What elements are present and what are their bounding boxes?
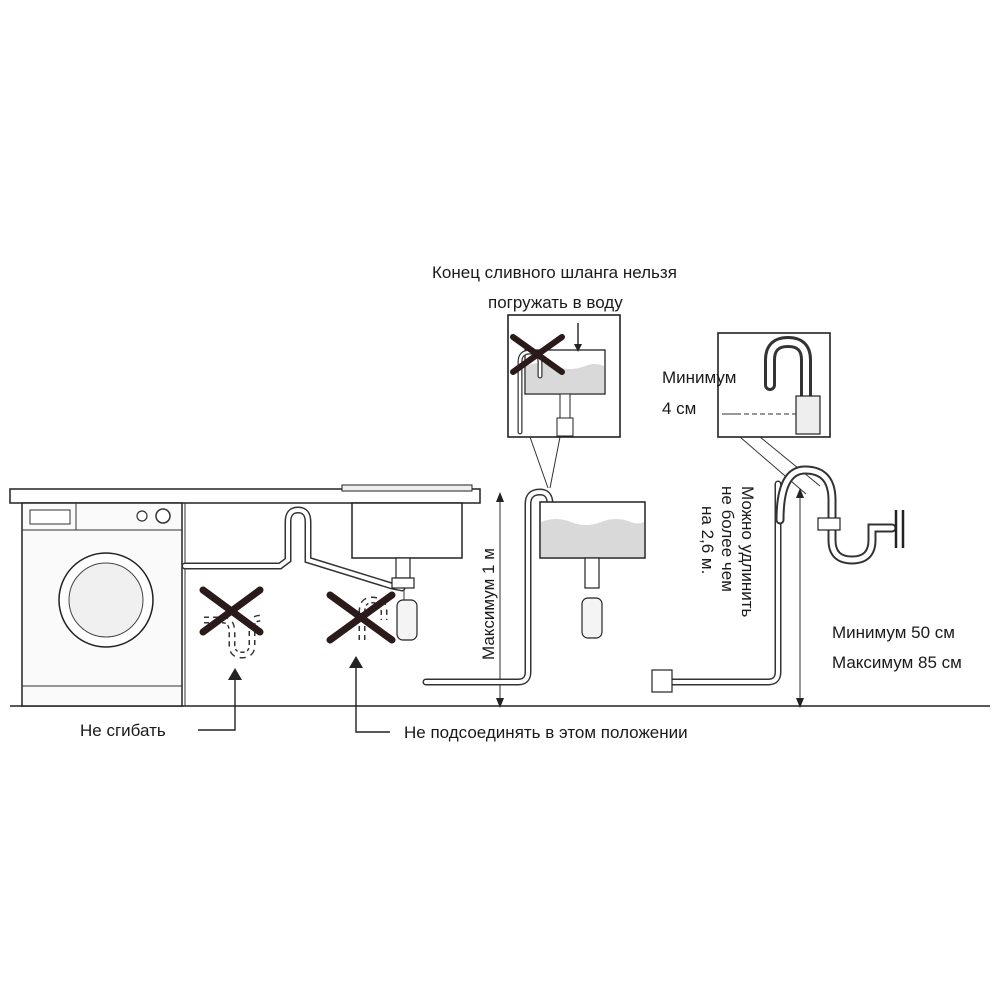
cross-icon — [326, 591, 396, 644]
note-submerge-line1: Конец сливного шланга нельзя — [432, 263, 677, 282]
inset-submerged-hose — [507, 314, 621, 489]
note-min4-line1: Минимум — [662, 368, 736, 387]
note-extend-line1: Можно удлинить — [738, 486, 757, 617]
label-max-1m: Максимум 1 м — [479, 548, 498, 660]
label-no-connect: Не подсоединять в этом положении — [404, 723, 688, 742]
cabinet-sink — [351, 502, 463, 641]
dimension-min50-max85 — [796, 488, 804, 708]
dimension-max-1m — [496, 492, 504, 708]
inset-min-4cm — [717, 332, 831, 495]
trap-hose-wrong — [358, 596, 388, 640]
washing-machine — [21, 502, 183, 707]
standpipe-siphon — [651, 465, 905, 693]
note-extend-line2: не более чем — [718, 486, 737, 592]
label-max-85cm: Максимум 85 см — [832, 653, 962, 672]
cross-icon — [199, 586, 264, 636]
countertop — [9, 484, 481, 706]
note-min4-line2: 4 см — [662, 399, 696, 418]
label-min-50cm: Минимум 50 см — [832, 623, 955, 642]
note-submerge-line2: погружать в воду — [488, 293, 623, 312]
note-extend-line3: на 2,6 м. — [698, 506, 717, 574]
open-basin — [422, 488, 646, 686]
arrow-no-bend — [198, 668, 242, 731]
label-no-bend: Не сгибать — [80, 721, 166, 740]
arrow-no-connect — [349, 656, 390, 733]
drain-hose-main — [181, 506, 406, 592]
